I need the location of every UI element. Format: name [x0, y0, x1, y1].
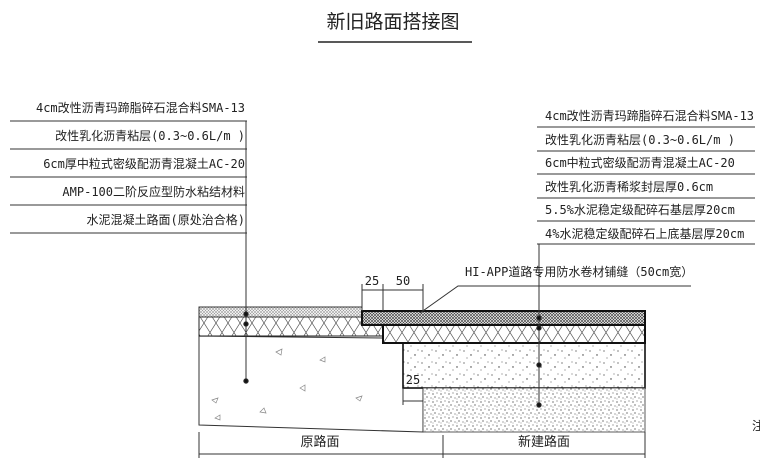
- leader-lines: [243, 121, 542, 408]
- right-label: 改性乳化沥青粘层(0.3~0.6L/m ): [545, 132, 735, 147]
- new-base-layer: [402, 342, 646, 389]
- dimension-50: 50: [396, 274, 410, 288]
- new-subbase-layer: [422, 387, 646, 433]
- section-dimension: [198, 432, 646, 458]
- right-label: 5.5%水泥稳定级配碎石基层厚20cm: [545, 202, 735, 217]
- waterproof-membrane-callout: HI-APP道路专用防水卷材铺缝（50cm宽）: [419, 264, 693, 314]
- old-concrete-layer: [198, 335, 424, 433]
- diagram-title: 新旧路面搭接图: [326, 11, 459, 33]
- right-label: 改性乳化沥青稀浆封层厚0.6cm: [545, 179, 713, 194]
- old-ac20-layer: [198, 316, 384, 337]
- new-sma-layer: [361, 310, 646, 326]
- left-label: 水泥混凝土路面(原处治合格): [87, 212, 245, 227]
- old-sma-layer: [198, 306, 363, 318]
- left-label: 6cm厚中粒式密级配沥青混凝土AC-20: [43, 156, 245, 171]
- note-label: 注: [752, 418, 760, 433]
- right-label: 6cm中粒式密级配沥青混凝土AC-20: [545, 155, 735, 170]
- old-pavement-label: 原路面: [300, 434, 339, 450]
- callout-text: HI-APP道路专用防水卷材铺缝（50cm宽）: [465, 264, 693, 279]
- left-label: 改性乳化沥青粘层(0.3~0.6L/m ): [55, 128, 245, 143]
- new-ac20-layer: [382, 324, 646, 344]
- new-pavement-label: 新建路面: [518, 434, 570, 450]
- right-label: 4%水泥稳定级配碎石上底基层厚20cm: [545, 226, 744, 241]
- dimension-lower-25: 25: [406, 373, 420, 387]
- left-label: AMP-100二阶反应型防水粘结材料: [62, 184, 245, 199]
- right-label-stack: 4cm改性沥青玛蹄脂碎石混合料SMA-13 改性乳化沥青粘层(0.3~0.6L/…: [537, 108, 755, 245]
- right-label: 4cm改性沥青玛蹄脂碎石混合料SMA-13: [545, 108, 754, 123]
- lower-dimension: [402, 388, 423, 405]
- dimension-25: 25: [365, 274, 379, 288]
- aggregate-marks: [211, 348, 363, 421]
- top-dimensions: [361, 284, 424, 311]
- left-label: 4cm改性沥青玛蹄脂碎石混合料SMA-13: [36, 100, 245, 115]
- title: 新旧路面搭接图: [318, 11, 472, 43]
- pavement-section: [198, 306, 646, 433]
- left-label-stack: 4cm改性沥青玛蹄脂碎石混合料SMA-13 改性乳化沥青粘层(0.3~0.6L/…: [10, 100, 247, 234]
